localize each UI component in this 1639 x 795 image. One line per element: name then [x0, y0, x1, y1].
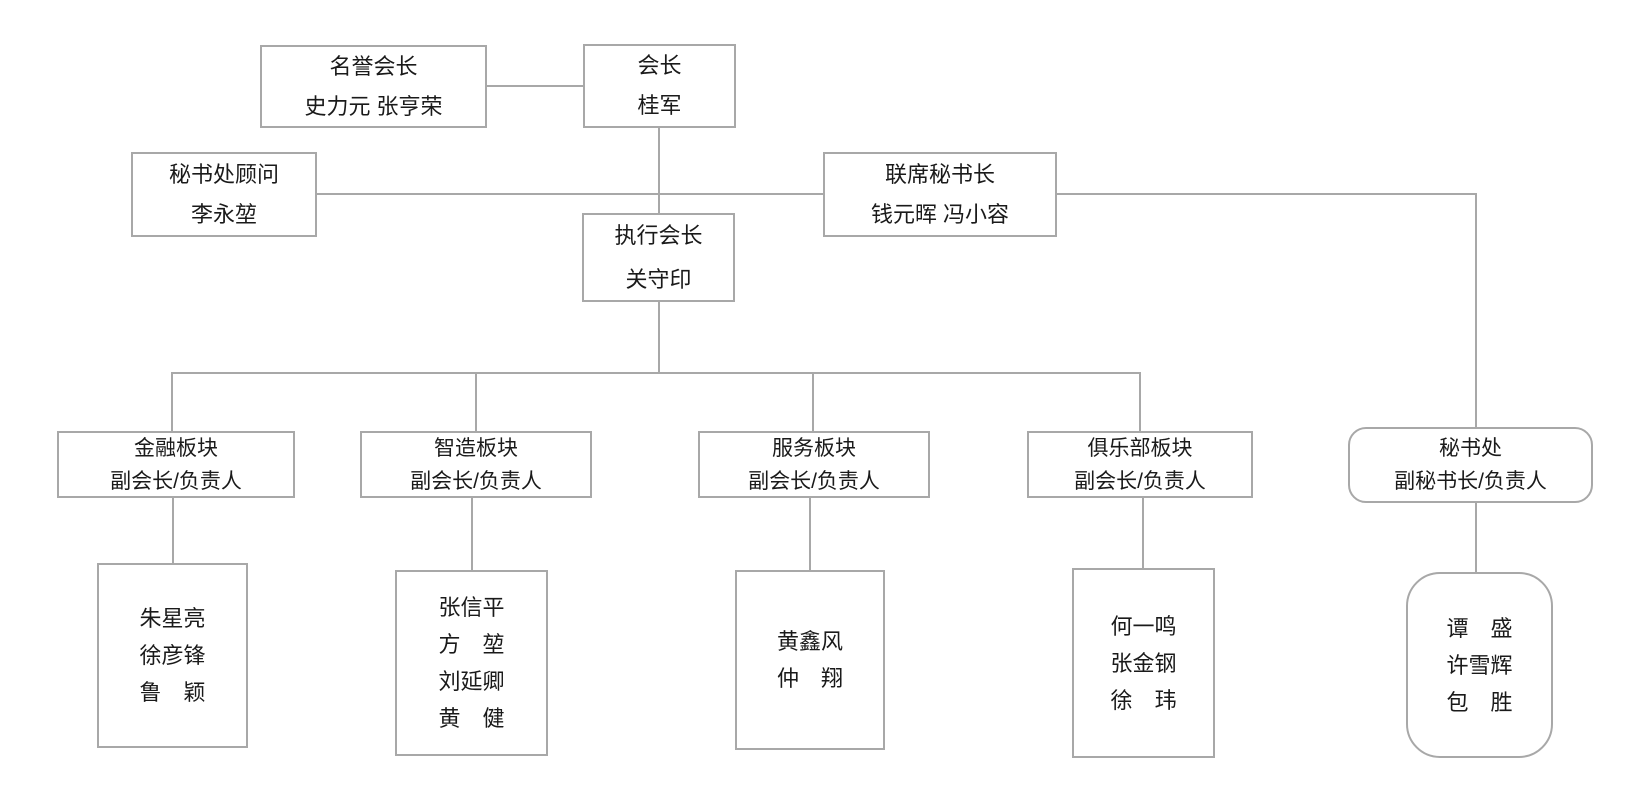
node-title: 联席秘书长 — [884, 161, 995, 187]
node-members-service: 黄鑫风 仲 翔 — [735, 570, 885, 750]
member-name: 方 堃 — [438, 632, 505, 657]
branch-subtitle: 副会长/负责人 — [110, 469, 242, 493]
member-name: 谭 盛 — [1446, 615, 1513, 641]
connector-executive-bus — [658, 302, 660, 373]
node-names: 关守印 — [625, 266, 692, 292]
branch-subtitle: 副秘书长/负责人 — [1394, 470, 1547, 493]
node-branch-finance: 金融板块 副会长/负责人 — [57, 431, 295, 498]
connector-bus-club — [1139, 372, 1141, 431]
member-name: 鲁 颖 — [139, 680, 206, 705]
node-title: 名誉会长 — [329, 53, 418, 79]
node-members-manufacturing: 张信平 方 堃 刘延卿 黄 健 — [395, 570, 548, 756]
node-names: 钱元晖 冯小容 — [870, 201, 1010, 227]
connector-bus-finance — [171, 372, 173, 431]
connector-service-members — [809, 498, 811, 571]
connector-bus — [171, 372, 1141, 374]
node-secretariat-advisor: 秘书处顾问 李永堃 — [131, 152, 317, 237]
member-name: 黄鑫风 — [776, 629, 843, 654]
node-president: 会长 桂军 — [583, 44, 736, 128]
node-names: 桂军 — [637, 93, 682, 118]
node-branch-manufacturing: 智造板块 副会长/负责人 — [360, 431, 592, 498]
node-members-club: 何一鸣 张金钢 徐 玮 — [1072, 568, 1215, 758]
node-branch-club: 俱乐部板块 副会长/负责人 — [1027, 431, 1253, 498]
member-name: 包 胜 — [1446, 689, 1513, 715]
connector-honorary-president — [487, 85, 583, 87]
member-name: 许雪辉 — [1446, 652, 1513, 678]
node-branch-service: 服务板块 副会长/负责人 — [698, 431, 930, 498]
connector-club-members — [1142, 498, 1144, 569]
branch-title: 俱乐部板块 — [1087, 436, 1193, 460]
connector-bus-service — [812, 372, 814, 431]
node-honorary-president: 名誉会长 史力元 张亨荣 — [260, 45, 487, 128]
member-name: 徐 玮 — [1110, 687, 1177, 713]
member-name: 仲 翔 — [776, 666, 843, 691]
node-title: 会长 — [637, 53, 682, 78]
connector-secretariat-members — [1475, 503, 1477, 573]
member-name: 黄 健 — [438, 706, 505, 731]
branch-subtitle: 副会长/负责人 — [410, 469, 542, 493]
node-members-finance: 朱星亮 徐彦锋 鲁 颖 — [97, 563, 248, 748]
node-joint-secretary-general: 联席秘书长 钱元晖 冯小容 — [823, 152, 1057, 237]
branch-subtitle: 副会长/负责人 — [748, 469, 880, 493]
node-members-secretariat: 谭 盛 许雪辉 包 胜 — [1406, 572, 1553, 758]
connector-secretariat-drop — [1475, 193, 1477, 427]
branch-title: 服务板块 — [772, 436, 856, 460]
node-title: 秘书处顾问 — [168, 161, 279, 187]
connector-advisor-jointsg — [317, 193, 823, 195]
connector-president-executive — [658, 128, 660, 214]
connector-manufacturing-members — [471, 498, 473, 571]
member-name: 张信平 — [438, 595, 505, 620]
node-names: 李永堃 — [190, 201, 257, 227]
member-name: 刘延卿 — [438, 669, 505, 694]
node-branch-secretariat: 秘书处 副秘书长/负责人 — [1348, 427, 1593, 503]
node-names: 史力元 张亨荣 — [304, 93, 443, 119]
member-name: 张金钢 — [1110, 650, 1177, 676]
connector-jointsg-secretariat — [1057, 193, 1477, 195]
branch-title: 金融板块 — [134, 436, 218, 460]
connector-bus-manufacturing — [475, 372, 477, 431]
member-name: 朱星亮 — [139, 606, 206, 631]
branch-subtitle: 副会长/负责人 — [1074, 469, 1206, 493]
connector-finance-members — [172, 498, 174, 564]
branch-title: 秘书处 — [1439, 437, 1502, 460]
node-executive-president: 执行会长 关守印 — [582, 213, 735, 302]
member-name: 徐彦锋 — [139, 643, 206, 668]
node-title: 执行会长 — [614, 222, 703, 248]
member-name: 何一鸣 — [1110, 613, 1177, 639]
branch-title: 智造板块 — [434, 436, 518, 460]
